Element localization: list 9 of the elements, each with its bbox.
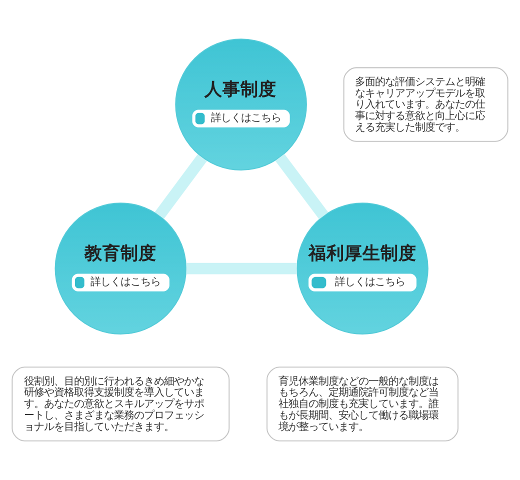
- connector: [275, 154, 328, 220]
- node-box: 役割別、目的別に行われるきめ細やかな研修や資格取得支援制度を導入しています。あなたの意欲とスキルアップをサポートし、さまざまな業務のプロフェッショナルを目指していただきます。: [12, 366, 230, 442]
- connector: [186, 262, 297, 274]
- node-circle: 人事制度 詳しくはこちら: [175, 38, 307, 170]
- connector: [154, 154, 207, 219]
- node-circle: 福利厚生制度 詳しくはこちら: [296, 202, 428, 334]
- node-box: 育児休業制度などの一般的な制度はもちろん、定期通院許可制度など当社独自の制度も充実しています。誰もが長期間、安心して働ける職場環境が整っています。: [266, 366, 459, 442]
- node-box: 多面的な評価システムと明確なキャリアアップモデルを取り入れています。あなたの仕事に対する意欲と向上心に応える充実した制度です。: [343, 67, 508, 142]
- node-circle: 教育制度 詳しくはこちら: [54, 202, 187, 334]
